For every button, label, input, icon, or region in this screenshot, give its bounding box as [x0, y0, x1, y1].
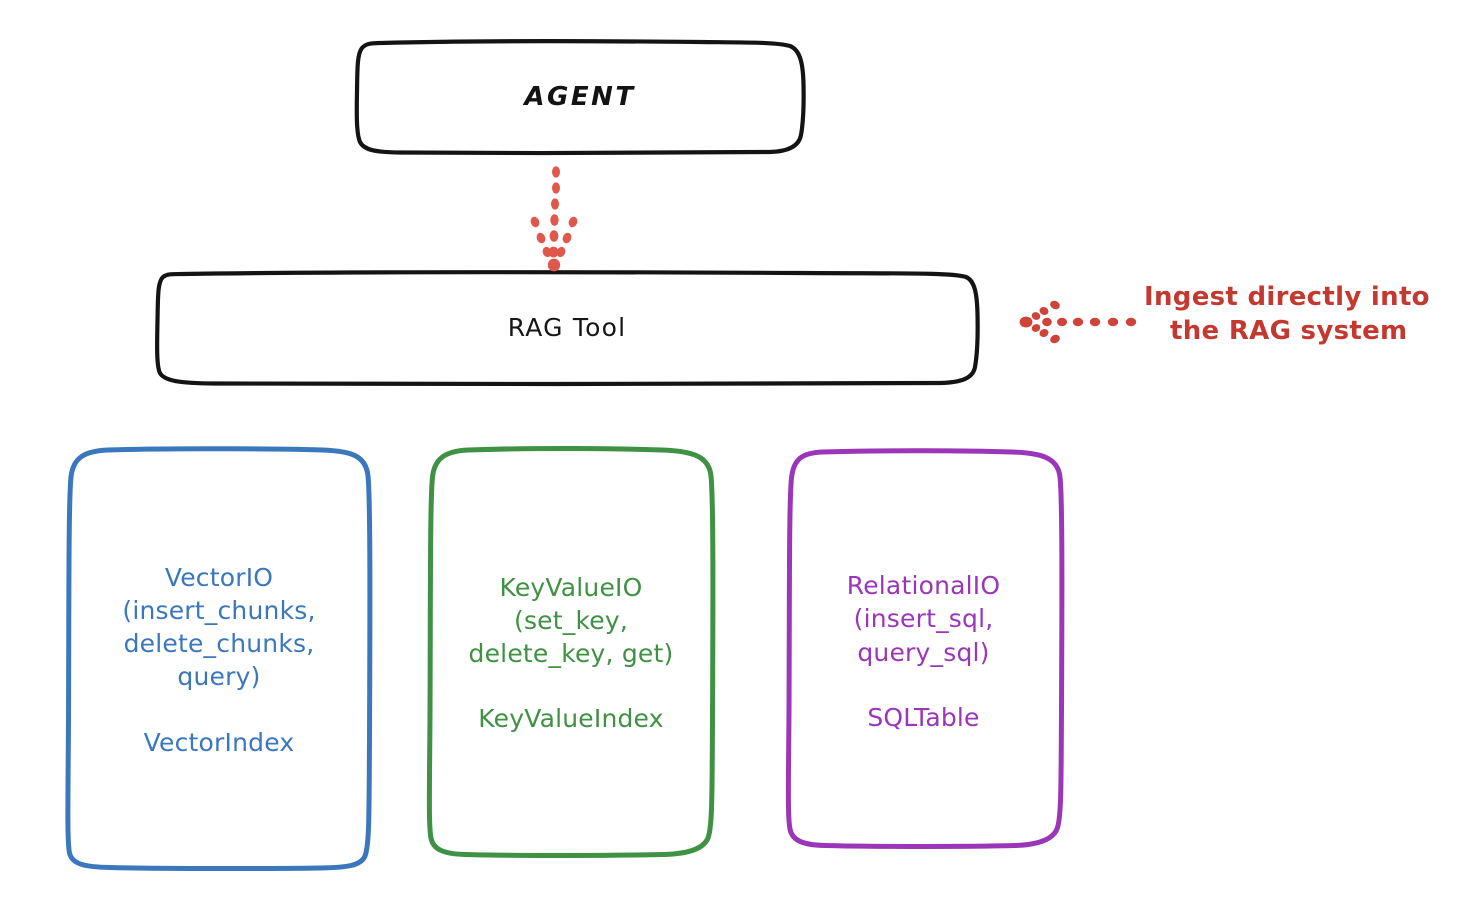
ingest-arrow — [1019, 300, 1137, 344]
node-agent[interactable]: AGENT — [357, 42, 803, 154]
agent-label: AGENT — [524, 82, 636, 113]
node-key-value-io[interactable]: KeyValueIO (set_key, delete_key, get) Ke… — [429, 449, 713, 855]
rag-tool-label: RAG Tool — [507, 312, 627, 342]
node-rag-tool[interactable]: RAG Tool — [157, 272, 977, 383]
node-relational-io[interactable]: RelationalIO (insert_sql, query_sql) SQL… — [785, 451, 1062, 850]
node-vector-io[interactable]: VectorIO (insert_chunks, delete_chunks, … — [68, 449, 370, 868]
vector-io-api-label: VectorIO (insert_chunks, delete_chunks, … — [122, 562, 316, 692]
key-value-io-index-label: KeyValueIndex — [478, 704, 664, 734]
annotation-ingest-line2: the RAG system — [1170, 316, 1408, 347]
relational-io-api-label: RelationalIO (insert_sql, query_sql) — [846, 571, 1001, 667]
annotation-ingest-line1: Ingest directly into — [1144, 282, 1430, 312]
vector-io-index-label: VectorIndex — [143, 727, 295, 757]
annotation-ingest: Ingest directly into the RAG system — [1144, 280, 1474, 349]
key-value-io-api-label: KeyValueIO (set_key, delete_key, get) — [468, 572, 674, 669]
agent-to-rag-tool-arrow — [530, 166, 578, 272]
relational-io-index-label: SQLTable — [867, 702, 980, 732]
